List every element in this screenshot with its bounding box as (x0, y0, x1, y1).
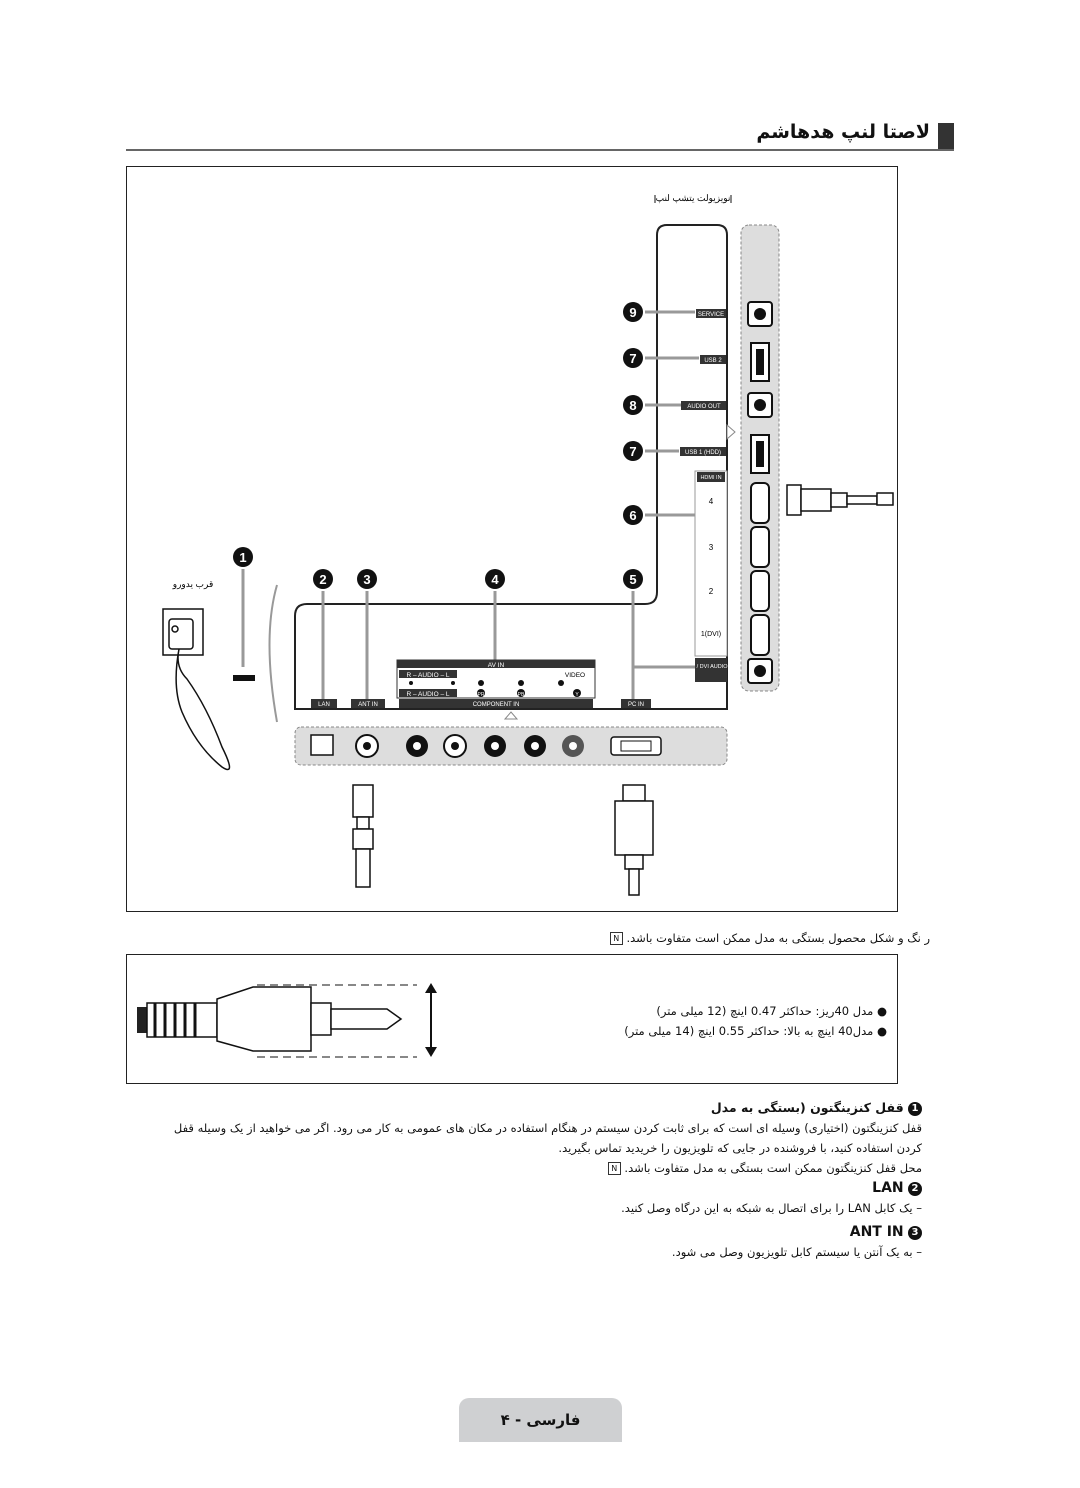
svg-text:LAN: LAN (318, 702, 330, 708)
title-rule (126, 149, 954, 151)
svg-text:9: 9 (629, 305, 636, 320)
shape-note: ر نگ و شکل محصول بستگی به مدل ممکن است م… (230, 928, 930, 948)
side-port-labels: SERVICE USB 2 AUDIO OUT USB 1 (HDD) (680, 309, 726, 456)
callouts (241, 310, 699, 699)
tv-rear-panel (294, 224, 728, 710)
page-number: فارسی - ۴ (459, 1398, 622, 1442)
svg-text:3: 3 (363, 572, 370, 587)
item-title: ANT IN (849, 1224, 904, 1240)
svg-text:COMPONENT IN: COMPONENT IN (473, 702, 520, 708)
kensington-lock-slot (233, 675, 255, 681)
svg-text:7: 7 (629, 351, 636, 366)
av-in-label: AV IN (488, 662, 505, 669)
note-icon: N (609, 932, 623, 945)
item-2: 2 LAN – یک کابل LAN را برای اتصال به شبک… (162, 1180, 922, 1218)
antenna-cable (352, 784, 374, 888)
usb2-label: USB 2 (704, 358, 722, 364)
power-plug (162, 608, 231, 771)
rear-panel-label: نویزیولت یتشپ لنپ (656, 193, 731, 204)
svg-text:4: 4 (491, 572, 499, 587)
item-title: قفل کنزینگتون (بستگی به مدل (710, 1100, 904, 1115)
audio-out-label: AUDIO OUT (687, 404, 721, 410)
item-number: 1 (908, 1101, 922, 1116)
item-number: 3 (908, 1225, 922, 1240)
connection-diagram: نویزیولت یتشپ لنپ SERVICE USB 2 AUDIO OU… (126, 166, 898, 912)
item-number: 2 (908, 1181, 922, 1196)
svg-text:6: 6 (629, 508, 636, 523)
cable-spec-item: ● مدل40 اینچ به بالا: حداکثر 0.55 اینچ (… (624, 1024, 887, 1038)
item-note: محل قفل کنزینگتون ممکن است بستگی به مدل … (162, 1158, 922, 1178)
cable-spec-item: ● مدل 40ریز: حداکثر 0.47 اینچ (12 میلی م… (656, 1004, 887, 1018)
svg-text:ANT IN: ANT IN (358, 702, 378, 708)
service-label: SERVICE (698, 312, 724, 318)
item-3: 3 ANT IN – به یک آنتن یا سیستم کابل تلوی… (162, 1224, 922, 1262)
svg-text:2: 2 (319, 572, 326, 587)
power-input-label: قرب یدورو (172, 579, 214, 590)
rear-panel-diagram: نویزیولت یتشپ لنپ SERVICE USB 2 AUDIO OU… (162, 193, 894, 896)
item-body: – یک کابل LAN را برای اتصال به شبکه به ا… (621, 1201, 922, 1215)
component-audio-label: R – AUDIO – L (407, 691, 450, 698)
pc-dvi-audio-label: PC / DVI AUDIO IN (687, 664, 734, 670)
note-icon: N (607, 1161, 621, 1175)
bottom-ports (310, 734, 662, 758)
item-body: قفل کنزینگتون (اختیاری) وسیله ای است که … (173, 1120, 922, 1155)
hdmi-4-label: 4 (709, 497, 714, 506)
side-ports (747, 301, 773, 684)
hdmi-1-label: 1(DVI) (701, 631, 721, 638)
section-title: لاصتا لنپ هدهاشم (756, 121, 930, 143)
hdmi-header: HDMI IN (700, 475, 721, 481)
video-label: VIDEO (565, 672, 585, 679)
hdmi-3-label: 3 (709, 543, 714, 552)
svg-text:PR: PR (478, 692, 485, 698)
svg-text:PC IN: PC IN (628, 702, 644, 708)
svg-text:7: 7 (629, 444, 636, 459)
vga-cable (614, 784, 654, 896)
item-title: LAN (872, 1180, 904, 1196)
hdmi-column (694, 470, 728, 657)
av-component-block: AV IN R – AUDIO – L VIDEO R – AUDIO – L … (396, 659, 596, 699)
cable-spec-box: ● مدل 40ریز: حداکثر 0.47 اینچ (12 میلی م… (126, 954, 898, 1084)
svg-text:5: 5 (629, 572, 636, 587)
hdmi-2-label: 2 (709, 587, 714, 596)
title-bar-marker (938, 123, 954, 149)
cable-spec-list: ● مدل 40ریز: حداکثر 0.47 اینچ (12 میلی م… (567, 1001, 887, 1041)
item-body: – به یک آنتن یا سیستم کابل تلویزیون وصل … (671, 1245, 922, 1259)
svg-text:1: 1 (239, 550, 246, 565)
svg-text:Y: Y (575, 692, 579, 698)
svg-text:8: 8 (629, 398, 636, 413)
cable-thickness-diagram (137, 983, 437, 1058)
bottom-port-labels: LAN ANT IN COMPONENT IN PC IN (311, 699, 651, 708)
svg-text:PB: PB (518, 692, 525, 698)
usb1-label: USB 1 (HDD) (685, 450, 721, 456)
callout-numbers: 9 7 8 7 6 1 2 3 4 5 (233, 302, 643, 589)
hdmi-cable (786, 484, 894, 516)
item-1: 1 قفل کنزینگتون (بستگی به مدل قفل کنزینگ… (162, 1100, 922, 1178)
av-audio-label: R – AUDIO – L (407, 672, 450, 679)
